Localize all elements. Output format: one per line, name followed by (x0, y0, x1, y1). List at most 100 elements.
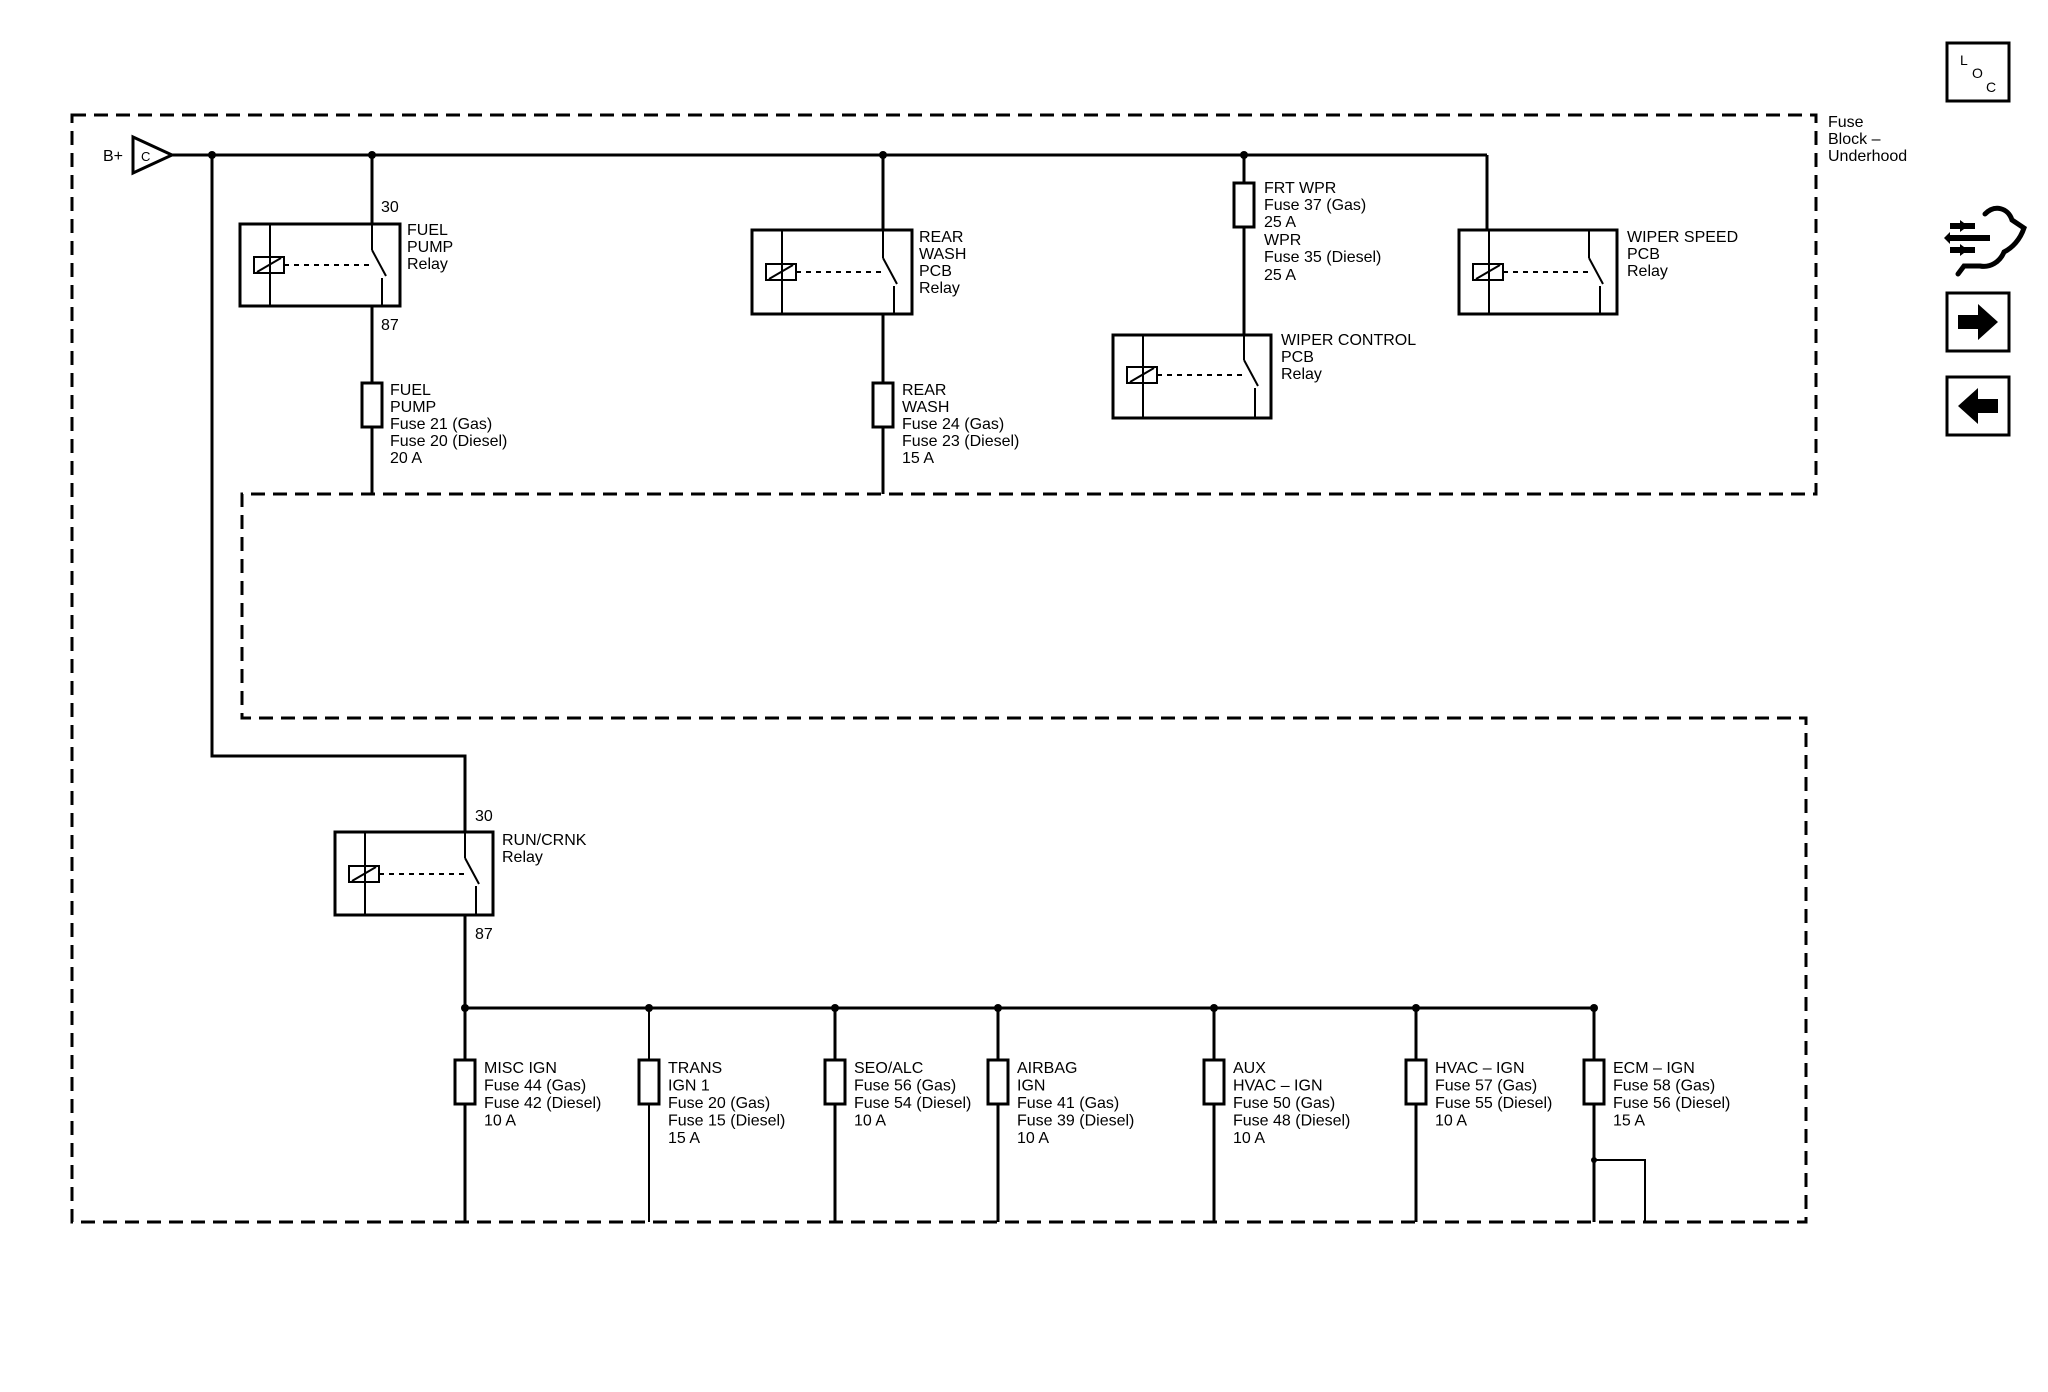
fuel-pump-relay-label-3: Relay (407, 256, 448, 273)
frt-wpr-fuse-label-4: WPR (1264, 232, 1301, 249)
wiper-speed-relay-label-1: WIPER SPEED (1627, 229, 1738, 246)
ignition-fuse-label: 15 A (668, 1130, 700, 1147)
rear-wash-relay-label-2: WASH (919, 246, 966, 263)
splice-dot (994, 1004, 1002, 1012)
frt-wpr-fuse-label-2: Fuse 37 (Gas) (1264, 197, 1366, 214)
ignition-fuse-label: ECM – IGN (1613, 1060, 1695, 1077)
rear-wash-fuse-label-5: 15 A (902, 450, 934, 467)
fuel-pump-relay-label-2: PUMP (407, 239, 453, 256)
rear-wash-relay-label-1: REAR (919, 229, 963, 246)
b-plus-connector (131, 134, 176, 176)
fuel-pump-relay (238, 222, 402, 308)
ignition-fuse-label: Fuse 15 (Diesel) (668, 1113, 785, 1130)
ignition-fuse-label: 10 A (1233, 1130, 1265, 1147)
rear-wash-fuse-label-4: Fuse 23 (Diesel) (902, 433, 1019, 450)
ignition-fuse-label: Fuse 56 (Gas) (854, 1078, 956, 1095)
connector-c-label: C (141, 149, 150, 164)
loc-letter-c: C (1986, 79, 1996, 95)
ignition-fuse-label: IGN 1 (668, 1078, 710, 1095)
splice-dot (1210, 1004, 1218, 1012)
wiper-speed-relay-label-2: PCB (1627, 246, 1660, 263)
ignition-fuse-label: Fuse 57 (Gas) (1435, 1078, 1537, 1095)
ignition-fuse-label: Fuse 56 (Diesel) (1613, 1095, 1730, 1112)
run-crnk-relay-label-2: Relay (502, 849, 543, 866)
rear-wash-relay-label-4: Relay (919, 280, 960, 297)
run-crnk-feed-wire (210, 155, 467, 832)
ignition-fuse (986, 1058, 1010, 1106)
wiper-control-relay-label-3: Relay (1281, 366, 1322, 383)
splice-dot (1412, 1004, 1420, 1012)
run-crnk-relay (333, 830, 495, 917)
rear-wash-fuse-label-2: WASH (902, 399, 949, 416)
ignition-fuse-label: IGN (1017, 1078, 1045, 1095)
ignition-fuse (637, 1058, 661, 1106)
ignition-fuse-label: Fuse 20 (Gas) (668, 1095, 770, 1112)
splice-dot (1590, 1004, 1598, 1012)
rear-wash-fuse-label-1: REAR (902, 382, 946, 399)
ignition-fuse (1202, 1058, 1226, 1106)
splice-dot (645, 1004, 653, 1012)
ignition-fuse-label: 10 A (854, 1113, 886, 1130)
wiper-speed-relay (1457, 228, 1619, 316)
frt-wpr-fuse (1232, 181, 1256, 229)
ignition-fuse-label: Fuse 39 (Diesel) (1017, 1113, 1134, 1130)
ignition-fuse-label: 10 A (484, 1113, 516, 1130)
run-crnk-pin-87: 87 (475, 926, 493, 943)
fuel-pump-fuse-label-4: Fuse 20 (Diesel) (390, 433, 507, 450)
ignition-fuse-label: Fuse 58 (Gas) (1613, 1078, 1715, 1095)
fuel-pump-pin-30: 30 (381, 199, 399, 216)
loc-letter-l: L (1960, 52, 1968, 68)
run-crnk-pin-30: 30 (475, 808, 493, 825)
splice-dot (831, 1004, 839, 1012)
ignition-fuse-label: Fuse 41 (Gas) (1017, 1095, 1119, 1112)
fuse-block-label-1: Fuse (1828, 114, 1864, 131)
b-plus-label: B+ (103, 148, 123, 165)
fuse-block-label-3: Underhood (1828, 148, 1907, 165)
frt-wpr-fuse-label-1: FRT WPR (1264, 180, 1336, 197)
ignition-fuse-label: Fuse 42 (Diesel) (484, 1095, 601, 1112)
fuel-pump-fuse (360, 381, 384, 429)
fuel-pump-fuse-label-5: 20 A (390, 450, 422, 467)
connector-icon[interactable] (1944, 205, 2027, 277)
frt-wpr-fuse-label-6: 25 A (1264, 267, 1296, 284)
ignition-fuse-label: SEO/ALC (854, 1060, 923, 1077)
rear-wash-relay (750, 228, 914, 316)
frt-wpr-fuse-label-5: Fuse 35 (Diesel) (1264, 249, 1381, 266)
frt-wpr-fuse-label-3: 25 A (1264, 214, 1296, 231)
arrow-left-icon[interactable] (1945, 375, 2011, 437)
ignition-fuse-label: AUX (1233, 1060, 1266, 1077)
rear-wash-relay-label-3: PCB (919, 263, 952, 280)
fuel-pump-relay-label-1: FUEL (407, 222, 448, 239)
ignition-fuse-label: Fuse 55 (Diesel) (1435, 1095, 1552, 1112)
ignition-fuse (1582, 1058, 1606, 1106)
ignition-fuse-label: Fuse 50 (Gas) (1233, 1095, 1335, 1112)
splice-dot (461, 1004, 469, 1012)
fuse-block-label-2: Block – (1828, 131, 1881, 148)
ignition-fuse-label: Fuse 44 (Gas) (484, 1078, 586, 1095)
fuel-pump-pin-87: 87 (381, 317, 399, 334)
ecm-ign-jumper-wire (1594, 1159, 1646, 1222)
ignition-fuse-label: 15 A (1613, 1113, 1645, 1130)
loc-icon[interactable]: L O C (1945, 41, 2011, 103)
fuel-pump-fuse-label-3: Fuse 21 (Gas) (390, 416, 492, 433)
arrow-right-icon[interactable] (1945, 291, 2011, 353)
ignition-fuse (823, 1058, 847, 1106)
splice-dot (1591, 1157, 1597, 1163)
ignition-fuse-label: TRANS (668, 1060, 722, 1077)
ignition-fuse-label: HVAC – IGN (1233, 1078, 1323, 1095)
loc-letter-o: O (1972, 65, 1983, 81)
ignition-fuse-label: AIRBAG (1017, 1060, 1077, 1077)
fuse-block-outline (70, 113, 1818, 1224)
ignition-fuse-label: HVAC – IGN (1435, 1060, 1525, 1077)
ignition-fuse-label: MISC IGN (484, 1060, 557, 1077)
ignition-fuse-label: 10 A (1435, 1113, 1467, 1130)
wiper-control-relay-label-2: PCB (1281, 349, 1314, 366)
ignition-fuse (453, 1058, 477, 1106)
rear-wash-fuse (871, 381, 895, 429)
wiper-control-relay (1111, 333, 1273, 420)
fuel-pump-fuse-label-2: PUMP (390, 399, 436, 416)
ignition-fuse (1404, 1058, 1428, 1106)
wiper-control-relay-label-1: WIPER CONTROL (1281, 332, 1416, 349)
